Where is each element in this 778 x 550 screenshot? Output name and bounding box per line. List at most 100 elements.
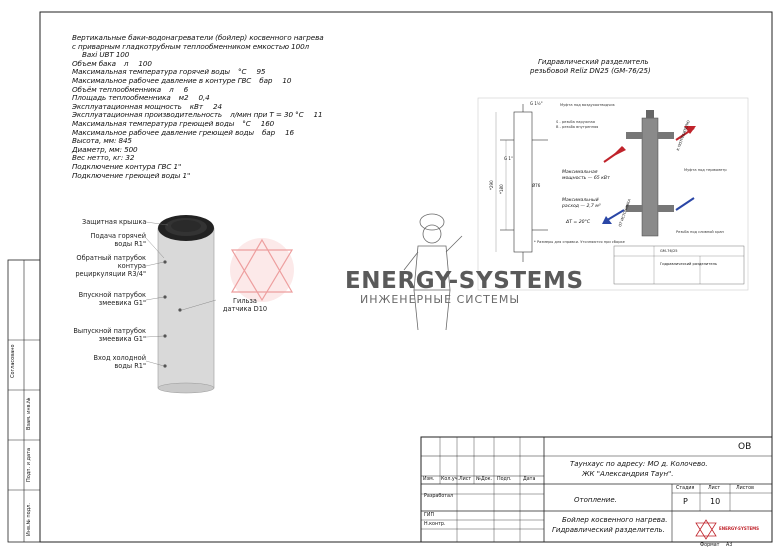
note-thermo: Муфта под термометр xyxy=(684,168,727,172)
tb-section: Отопление. xyxy=(574,496,617,504)
side-sign: Подп. и дата xyxy=(26,447,32,482)
spec-title-2: с приварным гладкотрубным теплообменнико… xyxy=(72,41,310,51)
spec-row-label: Объём теплообменника xyxy=(72,84,162,94)
tb-col-header: Дата xyxy=(523,477,536,482)
spec-title-1: Вертикальные баки-водонагреватели (бойле… xyxy=(72,33,324,42)
tb-role-dev: Разработал xyxy=(424,494,454,499)
tb-address-2: ЖК "Александрия Таун". xyxy=(582,470,674,478)
spec-row-label: Максимальное рабочее давление в контуре … xyxy=(72,75,252,85)
spec-row-unit: бар xyxy=(261,127,276,137)
spec-extra-line: Подключение греющей воды 1" xyxy=(72,170,191,180)
watermark-logo xyxy=(230,238,294,302)
spec-row-value: 160 xyxy=(260,118,275,128)
spec-row-unit: м2 xyxy=(178,93,189,103)
tb-sheets-h: Листов xyxy=(736,486,754,491)
tb-drawing-2: Гидравлический разделитель. xyxy=(552,526,665,534)
stamp-code: GM-76/25 xyxy=(660,249,678,253)
spec-extra-line: Вес нетто, кг: 32 xyxy=(72,153,135,163)
spec-row-unit: л/мин при Т = 30 °С xyxy=(230,110,304,120)
side-inv: Инв.№ подл. xyxy=(26,503,32,536)
spec-row-unit: бар xyxy=(259,75,273,85)
spec-row-unit: °С xyxy=(238,67,247,77)
separator-panel xyxy=(477,97,749,291)
tb-address-1: Таунхаус по адресу: МО д. Колочево. xyxy=(570,460,708,468)
tb-code: ОВ xyxy=(738,442,752,452)
spec-row-value: 100 xyxy=(138,58,152,68)
spec-row: Максимальная температура горячей воды °С 9… xyxy=(72,68,324,77)
spec-extra-line: Подключение контура ГВС 1" xyxy=(72,161,182,171)
spec-row: Максимальное рабочее давление в контуре … xyxy=(72,75,324,86)
spec-row-label: Максимальная температура греющей воды xyxy=(72,118,235,128)
spec-row-value: 6 xyxy=(183,84,189,94)
boiler-drawing xyxy=(145,215,217,394)
spec-row-value: 0,4 xyxy=(198,93,210,103)
dim-top: G 1½" xyxy=(530,101,543,106)
tb-col-header: Подп. xyxy=(497,477,512,482)
stamp-name: Гидравлический разделитель xyxy=(660,262,717,266)
spec-row-unit: °С xyxy=(242,118,251,128)
side-replace: Взам. инв.№ xyxy=(26,397,32,430)
tb-logo-text: ENERGY-SYSTEMS xyxy=(719,526,760,531)
tb-col-header: Изм. xyxy=(423,477,435,482)
title-block-logo xyxy=(695,519,717,540)
mascot-figure xyxy=(403,213,463,331)
note-footnote: * Размеры для справки. Уточняются при сб… xyxy=(534,240,625,244)
spec-row: Площадь теплообменника м2 0,4 xyxy=(72,93,324,103)
spec-row-label: Площадь теплообменника xyxy=(72,93,171,103)
tb-role-gip: ГИП xyxy=(424,513,435,518)
tb-col-header: Кол.уч. xyxy=(441,477,460,482)
spec-row-unit: л xyxy=(169,84,174,94)
spec-row: Объем бака л 100 xyxy=(72,58,324,69)
tb-stage-h: Стадия xyxy=(676,486,695,491)
spec-row: Максимальная температура греющей воды °С 1… xyxy=(72,118,324,129)
dim-inner: *180 xyxy=(499,184,504,194)
spec-row-value: 16 xyxy=(285,127,295,137)
tb-col-header: Лист xyxy=(459,477,472,482)
spec-row: Максимальное рабочее давление греющей во… xyxy=(72,127,324,138)
spec-row-unit: кВт xyxy=(189,101,203,111)
tb-col-header: №Док. xyxy=(476,477,493,482)
side-agreed: Согласовано xyxy=(10,344,16,378)
spec-extra-line: Высота, мм: 845 xyxy=(72,136,132,146)
note-dt: ΔT = 20°C xyxy=(566,220,591,225)
tb-sheet-h: Лист xyxy=(708,486,721,491)
tb-role-nk: Н.контр. xyxy=(424,522,446,527)
boiler-spec: Вертикальные баки-водонагреватели (бойле… xyxy=(72,33,324,180)
spec-row-unit: л xyxy=(123,58,129,68)
note-drain: Резьба под сливной кран xyxy=(676,230,724,234)
separator-title: Гидравлический разделитель резьбовой Rel… xyxy=(530,58,651,75)
spec-row-label: Эксплуатационная мощность xyxy=(72,101,182,111)
spec-row-label: Максимальное рабочее давление греющей во… xyxy=(72,127,254,137)
tb-sheet: 10 xyxy=(710,497,721,506)
spec-row-value: 95 xyxy=(256,67,266,77)
tb-drawing-1: Бойлер косвенного нагрева. xyxy=(562,516,668,524)
spec-row-label: Максимальная температура горячей воды xyxy=(72,67,231,77)
title-block xyxy=(420,436,773,543)
label-cover: Защитная крышка xyxy=(82,218,147,226)
spec-row: Эксплуатационная производительность л/мин… xyxy=(72,111,324,120)
spec-title-3: Baxi UBT 100 xyxy=(82,50,130,60)
spec-row-label: Эксплуатационная производительность xyxy=(72,110,223,120)
spec-row-label: Объем бака xyxy=(72,58,116,68)
watermark-brand: ENERGY-SYSTEMS xyxy=(345,268,584,294)
tb-format-value: А3 xyxy=(726,543,733,548)
note-air: Муфта под воздухоотводчик xyxy=(560,103,615,107)
dim-side: G 1" xyxy=(504,156,513,161)
tb-format: Формат xyxy=(700,543,720,548)
watermark-tagline: ИНЖЕНЕРНЫЕ СИСТЕМЫ xyxy=(360,293,521,306)
spec-extra-line: Диаметр, мм: 500 xyxy=(72,144,138,154)
